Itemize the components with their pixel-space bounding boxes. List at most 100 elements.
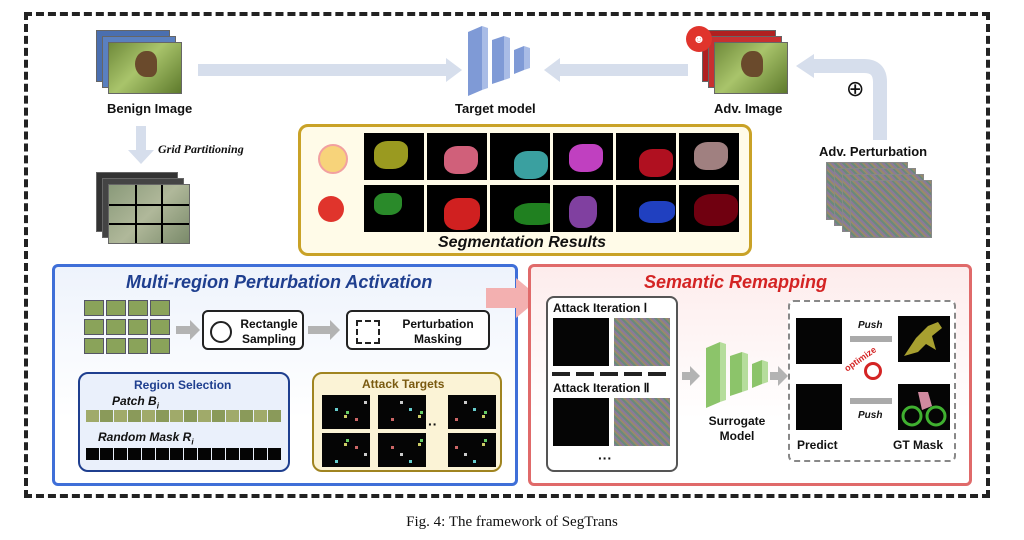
mask-strip-cell — [254, 448, 267, 460]
devil-emoji-icon — [318, 196, 344, 222]
push-arrow-1 — [850, 336, 892, 342]
grid-image-stack — [96, 172, 196, 248]
push-arrow-2 — [850, 398, 892, 404]
iter2-noise — [614, 398, 670, 446]
image-patch — [128, 319, 148, 335]
rectangle-sampling-line1: Rectangle — [240, 317, 298, 331]
attack-target-cell — [448, 395, 496, 429]
patch-strip-cell — [142, 410, 155, 422]
push-label-1: Push — [858, 320, 883, 331]
segmentation-cell — [616, 185, 676, 232]
mask-strip — [86, 448, 282, 460]
arrow-down — [136, 126, 146, 152]
figure-caption: Fig. 4: The framework of SegTrans — [406, 514, 618, 530]
sr-title: Semantic Remapping — [644, 272, 828, 292]
arrow-head — [690, 366, 700, 386]
arrow-head — [128, 150, 154, 164]
attack-target-cell — [378, 433, 426, 467]
perturbation-masking-line1: Perturbation — [402, 317, 474, 331]
image-patch — [84, 319, 104, 335]
mask-strip-cell — [156, 448, 169, 460]
adv-perturbation-stack — [826, 162, 936, 242]
attack-target-cell — [448, 433, 496, 467]
patch-label-text: Patch B — [112, 394, 157, 408]
arrow-head — [330, 320, 340, 340]
image-mask-icon — [356, 320, 380, 344]
patch-strip-cell — [198, 410, 211, 422]
target-model-label: Target model — [455, 101, 536, 116]
angel-emoji-icon — [318, 144, 348, 174]
surrogate-line1: Surrogate — [708, 414, 766, 428]
devil-emoji-icon: ☻ — [686, 26, 712, 52]
mask-strip-cell — [128, 448, 141, 460]
rectangle-sampling-line2: Sampling — [241, 332, 296, 346]
mask-strip-cell — [86, 448, 99, 460]
mask-strip-cell — [170, 448, 183, 460]
segmentation-cell — [490, 185, 550, 232]
image-patch — [128, 338, 148, 354]
benign-image-label: Benign Image — [107, 101, 193, 116]
arrow-mpa-to-sr — [486, 278, 540, 318]
patch-strip-cell — [268, 410, 281, 422]
surrogate-line2: Model — [719, 429, 755, 443]
gt-mask-bird — [898, 316, 950, 362]
outer-dashed-frame — [24, 12, 990, 498]
adv-image-label: Adv. Image — [714, 101, 783, 116]
segmentation-cell — [679, 185, 739, 232]
mask-strip-cell — [198, 448, 211, 460]
patch-strip-cell — [240, 410, 253, 422]
image-patch — [106, 319, 126, 335]
image-patch — [150, 319, 170, 335]
image-patch — [150, 338, 170, 354]
segmentation-results-title: Segmentation Results — [438, 234, 607, 251]
mask-strip-cell — [114, 448, 127, 460]
iter2-mask — [553, 398, 609, 446]
segmentation-cell — [427, 185, 487, 232]
arrow-head — [446, 58, 462, 82]
segmentation-cell — [616, 133, 676, 180]
image-patch — [150, 300, 170, 316]
patch-grid-thumb — [84, 300, 174, 358]
benign-image-stack — [96, 30, 196, 98]
iteration-dots: ··· — [598, 450, 612, 466]
cube-icon — [210, 321, 232, 343]
patch-strip-cell — [170, 410, 183, 422]
patch-strip-cell — [254, 410, 267, 422]
mask-strip-cell — [184, 448, 197, 460]
target-model-icon — [468, 26, 530, 96]
segmentation-cell — [427, 133, 487, 180]
patch-strip-cell — [114, 410, 127, 422]
patch-strip-cell — [156, 410, 169, 422]
gt-mask-cyclist — [898, 384, 950, 430]
perturbation-masking-line2: Masking — [413, 332, 462, 346]
adv-image-stack — [702, 30, 802, 98]
image-patch — [84, 300, 104, 316]
grid-partitioning-label: Grid Partitioning — [158, 142, 244, 156]
perturbation-masking-box: Perturbation Masking — [346, 310, 490, 350]
predict-label: Predict — [797, 438, 838, 452]
arrow-head — [190, 320, 200, 340]
arrow-head — [544, 58, 560, 82]
iteration-divider — [552, 372, 672, 376]
random-mask-label-text: Random Mask R — [98, 430, 192, 444]
patch-strip-cell — [100, 410, 113, 422]
mask-strip-cell — [212, 448, 225, 460]
region-selection-title: Region Selection — [134, 378, 232, 392]
optimize-icon — [864, 362, 882, 380]
attack-target-cell — [322, 395, 370, 429]
arrow-adv-to-target — [560, 64, 688, 76]
push-label-2: Push — [858, 410, 883, 421]
plus-sign: ⊕ — [846, 76, 865, 101]
surrogate-label: Surrogate Model — [701, 414, 773, 444]
mpa-title: Multi-region Perturbation Activation — [126, 272, 433, 292]
segmentation-cell — [679, 133, 739, 180]
attack-iteration-1-label: Attack Iteration Ⅰ — [553, 301, 648, 315]
arrow-right — [308, 326, 332, 334]
rectangle-sampling-box: Rectangle Sampling — [202, 310, 304, 350]
image-patch — [128, 300, 148, 316]
patch-label-sub: i — [156, 401, 159, 411]
arrow-head — [778, 366, 788, 386]
image-patch — [106, 338, 126, 354]
arrow-benign-to-target — [198, 64, 448, 76]
mask-strip-cell — [226, 448, 239, 460]
